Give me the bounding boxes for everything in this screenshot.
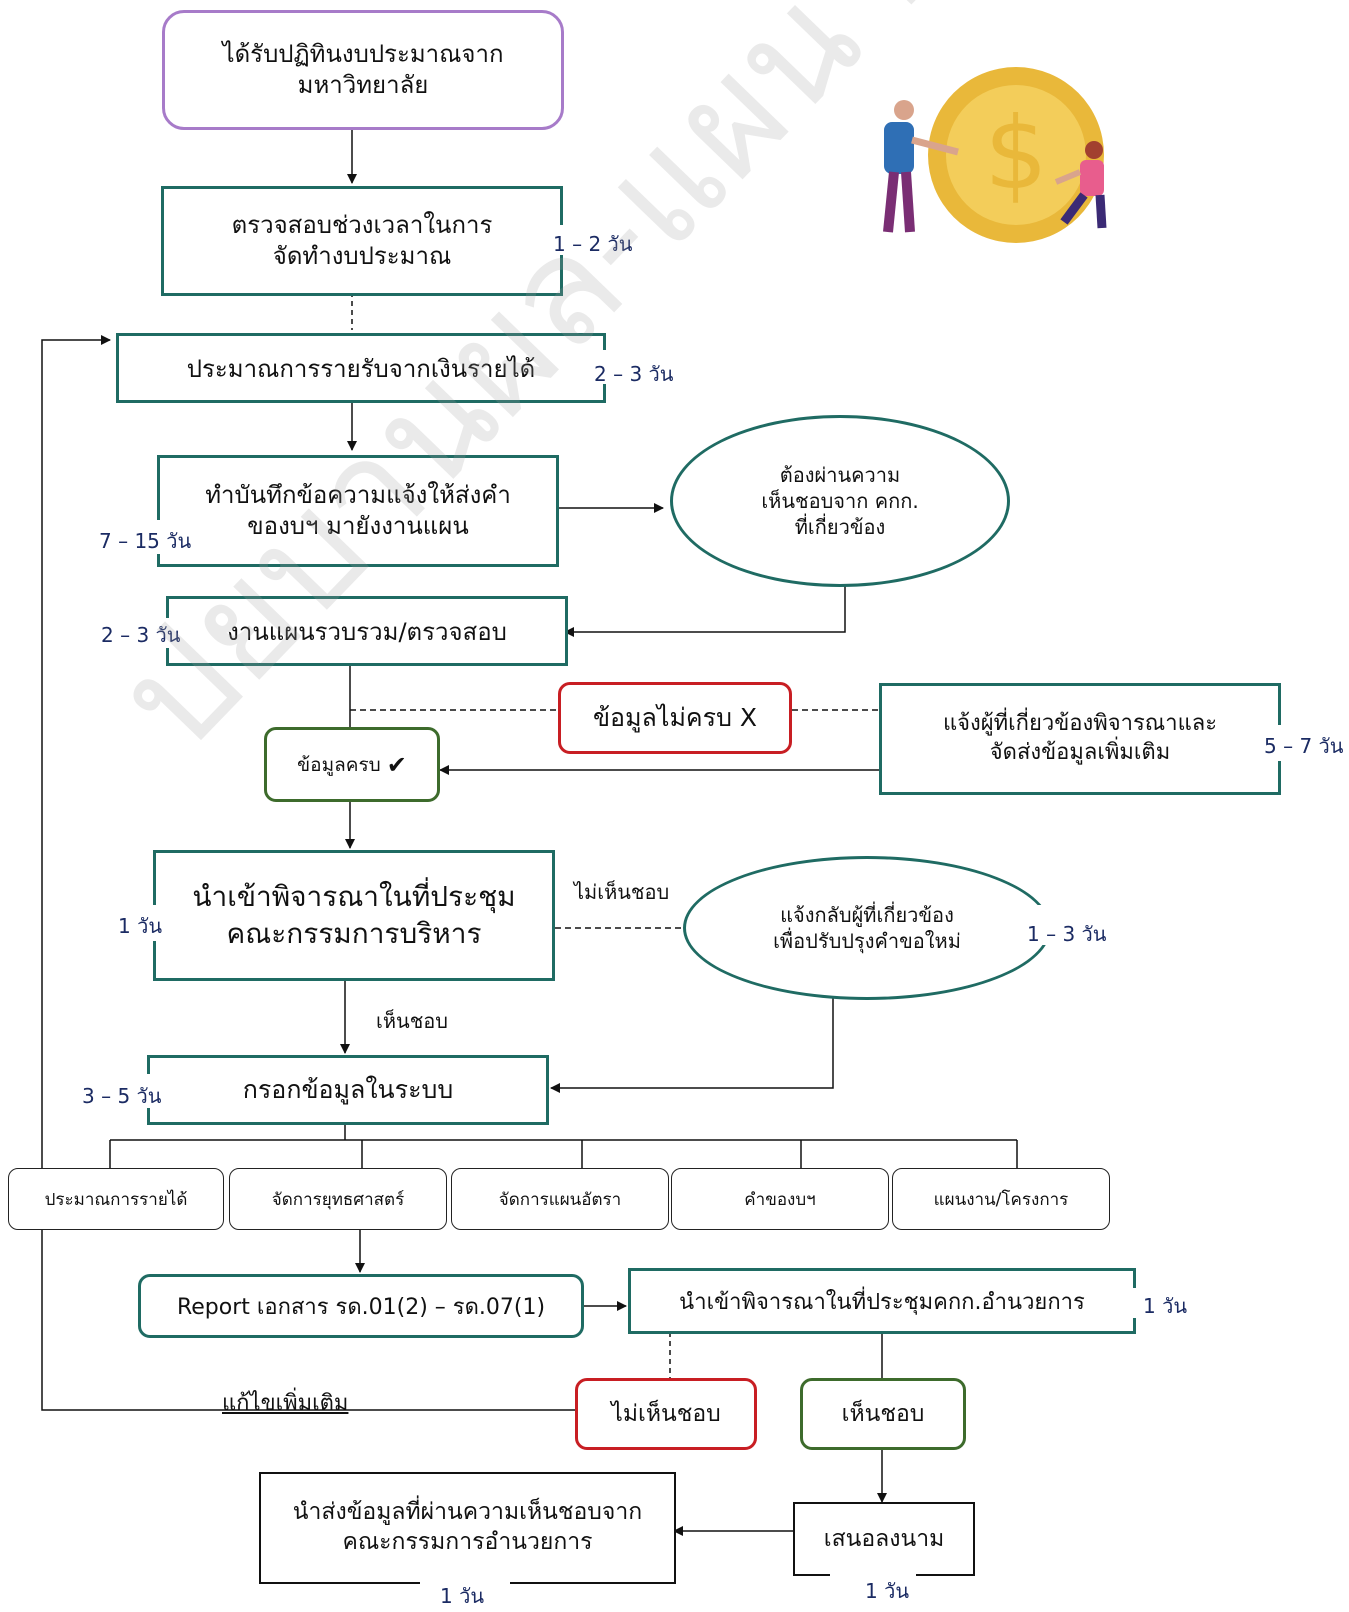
admin-meeting-duration: 1 วัน	[1143, 1294, 1187, 1318]
check-period-box: ตรวจสอบช่วงเวลาในการ จัดทำงบประมาณ	[161, 186, 563, 296]
send-approved-line-1: นำส่งข้อมูลที่ผ่านความเห็นชอบจาก	[292, 1499, 643, 1526]
notify-revise-ellipse: แจ้งกลับผู้ที่เกี่ยวข้อง เพื่อปรับปรุงคำ…	[683, 856, 1051, 1000]
enter-system-box: กรอกข้อมูลในระบบ	[147, 1055, 549, 1125]
committee-approval-ellipse: ต้องผ่านความ เห็นชอบจาก คกก. ที่เกี่ยวข้…	[670, 415, 1010, 587]
arrow-revise-to-enter	[550, 998, 834, 1093]
notify-more-data-line-2: จัดส่งข้อมูลเพิ่มเติม	[989, 740, 1171, 765]
enter-system-duration: 3 – 5 วัน	[82, 1084, 162, 1108]
data-incomplete-label: ข้อมูลไม่ครบ X	[592, 703, 758, 732]
coin-illustration: $	[866, 60, 1136, 250]
receive-calendar-line-2: มหาวิทยาลัย	[297, 71, 429, 99]
notify-more-data-line-1: แจ้งผู้ที่เกี่ยวข้องพิจารณาและ	[942, 711, 1218, 737]
receive-calendar-line-1: ได้รับปฏิทินงบประมาณจาก	[222, 39, 504, 68]
check-period-line-2: จัดทำงบประมาณ	[272, 242, 452, 270]
not-approved-label: ไม่เห็นชอบ	[611, 1401, 721, 1427]
collect-check-duration: 2 – 3 วัน	[101, 623, 181, 647]
sign-box: เสนอลงนาม	[793, 1502, 975, 1576]
send-approved-duration: 1 วัน	[440, 1584, 484, 1608]
category-income-estimate: ประมาณการรายได้	[8, 1168, 224, 1230]
category-budget-request: คำของบฯ	[671, 1168, 889, 1230]
check-period-line-1: ตรวจสอบช่วงเวลาในการ	[231, 210, 493, 239]
data-incomplete-box: ข้อมูลไม่ครบ X	[558, 682, 792, 754]
exec-meeting-box: นำเข้าพิจารณาในที่ประชุม คณะกรรมการบริหา…	[153, 850, 555, 981]
estimate-income-duration: 2 – 3 วัน	[594, 362, 674, 386]
exec-meeting-line-2: คณะกรรมการบริหาร	[226, 916, 482, 950]
notify-revise-duration: 1 – 3 วัน	[1027, 922, 1107, 946]
send-approved-box: นำส่งข้อมูลที่ผ่านความเห็นชอบจาก คณะกรรม…	[259, 1472, 676, 1584]
collect-check-label: งานแผนรวบรวม/ตรวจสอบ	[227, 617, 507, 646]
estimate-income-label: ประมาณการรายรับจากเงินรายได้	[186, 354, 536, 383]
report-box: Report เอกสาร รด.01(2) – รด.07(1)	[138, 1274, 584, 1338]
sign-duration: 1 วัน	[865, 1579, 909, 1603]
check-mark-icon: ✔	[386, 750, 407, 779]
notify-revise-line-1: แจ้งกลับผู้ที่เกี่ยวข้อง	[780, 903, 954, 927]
arrow-committee-to-collect	[564, 585, 846, 637]
exec-meeting-line-1: นำเข้าพิจารณาในที่ประชุม	[192, 880, 516, 914]
memo-duration: 7 – 15 วัน	[99, 529, 192, 553]
category-staffing-plan-label: จัดการแผนอัตรา	[498, 1189, 622, 1210]
estimate-income-box: ประมาณการรายรับจากเงินรายได้	[116, 333, 606, 403]
revise-more-edge-label: แก้ไขเพิ่มเติม	[222, 1391, 349, 1416]
svg-text:$: $	[984, 95, 1048, 212]
collect-check-box: งานแผนรวบรวม/ตรวจสอบ	[166, 596, 568, 666]
approved-edge-label: เห็นชอบ	[376, 1009, 448, 1033]
person-sitting-icon	[1054, 141, 1107, 229]
category-staffing-plan: จัดการแผนอัตรา	[451, 1168, 669, 1230]
category-budget-request-label: คำของบฯ	[744, 1189, 816, 1210]
admin-meeting-box: นำเข้าพิจารณาในที่ประชุมคกก.อำนวยการ	[628, 1268, 1136, 1334]
send-approved-line-2: คณะกรรมการอำนวยการ	[342, 1529, 593, 1555]
notify-more-data-box: แจ้งผู้ที่เกี่ยวข้องพิจารณาและ จัดส่งข้อ…	[879, 683, 1281, 795]
data-complete-label: ข้อมูลครบ	[297, 753, 381, 776]
admin-meeting-label: นำเข้าพิจารณาในที่ประชุมคกก.อำนวยการ	[679, 1289, 1085, 1315]
approved-box: เห็นชอบ	[800, 1378, 966, 1450]
not-approved-edge-label: ไม่เห็นชอบ	[574, 880, 670, 904]
not-approved-box: ไม่เห็นชอบ	[575, 1378, 757, 1450]
arrow-revise-loop	[41, 335, 575, 1411]
category-income-estimate-label: ประมาณการรายได้	[44, 1189, 188, 1210]
memo-box: ทำบันทึกข้อความแจ้งให้ส่งคำ ของบฯ มายังง…	[157, 455, 559, 567]
category-strategy: จัดการยุทธศาสตร์	[229, 1168, 447, 1230]
person-pushing-icon	[883, 100, 959, 233]
enter-system-label: กรอกข้อมูลในระบบ	[242, 1075, 454, 1104]
committee-approval-line-2: เห็นชอบจาก คกก.	[761, 489, 919, 513]
notify-revise-line-2: เพื่อปรับปรุงคำขอใหม่	[773, 929, 961, 953]
report-label: Report เอกสาร รด.01(2) – รด.07(1)	[176, 1294, 546, 1320]
check-period-duration: 1 – 2 วัน	[553, 232, 633, 256]
category-projects-label: แผนงาน/โครงการ	[933, 1189, 1069, 1210]
data-complete-box: ข้อมูลครบ ✔	[264, 727, 440, 802]
notify-more-data-duration: 5 – 7 วัน	[1264, 734, 1344, 758]
committee-approval-line-3: ที่เกี่ยวข้อง	[794, 515, 886, 539]
sign-label: เสนอลงนาม	[823, 1526, 945, 1552]
category-projects: แผนงาน/โครงการ	[892, 1168, 1110, 1230]
memo-line-2: ของบฯ มายังงานแผน	[247, 512, 469, 540]
category-strategy-label: จัดการยุทธศาสตร์	[271, 1189, 405, 1210]
approved-label: เห็นชอบ	[841, 1401, 925, 1427]
committee-approval-line-1: ต้องผ่านความ	[779, 463, 901, 487]
receive-calendar-box: ได้รับปฏิทินงบประมาณจาก มหาวิทยาลัย	[162, 10, 564, 130]
exec-meeting-duration: 1 วัน	[118, 914, 162, 938]
memo-line-1: ทำบันทึกข้อความแจ้งให้ส่งคำ	[205, 480, 511, 509]
